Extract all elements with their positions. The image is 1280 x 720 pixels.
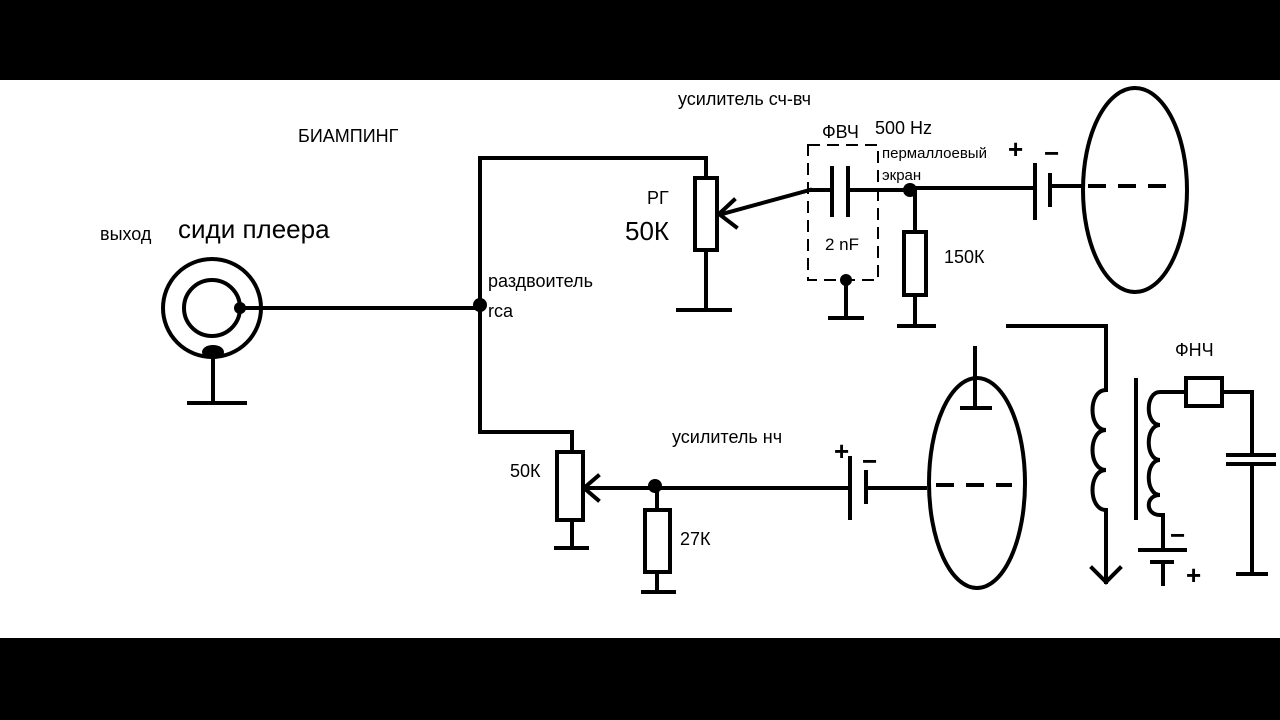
res-150k-label: 150К [944, 247, 985, 267]
minus-sign-trans: − [1170, 520, 1185, 550]
cap-value-label: 2 nF [825, 235, 859, 254]
pot-bottom [554, 430, 657, 550]
splitter-label: раздвоитель [488, 271, 593, 291]
pot-top-name: РГ [647, 188, 669, 208]
plus-sign-bottom: + [834, 436, 849, 466]
plus-sign-top: + [1008, 134, 1023, 164]
res-27k-label: 27К [680, 529, 711, 549]
lpf-label: ФНЧ [1175, 340, 1214, 360]
res-27k [641, 488, 676, 594]
output-label-small: выход [100, 224, 152, 244]
hpf-label: ФВЧ [822, 122, 859, 142]
output-label-big: сиди плеера [178, 214, 330, 244]
tube-top [1081, 86, 1189, 294]
amp-high-label: усилитель сч-вч [678, 89, 811, 109]
pot-top [676, 156, 813, 312]
title-label: БИАМПИНГ [298, 126, 399, 146]
output-transformer [1006, 324, 1188, 586]
paper [0, 80, 1280, 638]
pot-top-value: 50К [625, 216, 669, 246]
shield-label-2: экран [882, 167, 921, 184]
shield-label: пермаллоевый [882, 145, 987, 162]
amp-low-label: усилитель нч [672, 427, 782, 447]
splitter-label-rca: rca [488, 301, 514, 321]
minus-sign-top: − [1044, 138, 1059, 168]
tube-bottom [927, 346, 1027, 590]
plus-sign-trans: + [1186, 560, 1201, 590]
hpf-block [807, 144, 912, 320]
res-150k [897, 188, 936, 328]
minus-sign-bottom: − [862, 446, 877, 476]
letterbox-bottom [0, 638, 1280, 720]
pot-bottom-value: 50К [510, 461, 541, 481]
top-coupling-cap [1033, 163, 1082, 220]
lpf-block [1184, 376, 1276, 576]
hpf-frequency-label: 500 Hz [875, 118, 932, 138]
bottom-coupling-cap [848, 456, 927, 520]
letterbox-top [0, 0, 1280, 80]
